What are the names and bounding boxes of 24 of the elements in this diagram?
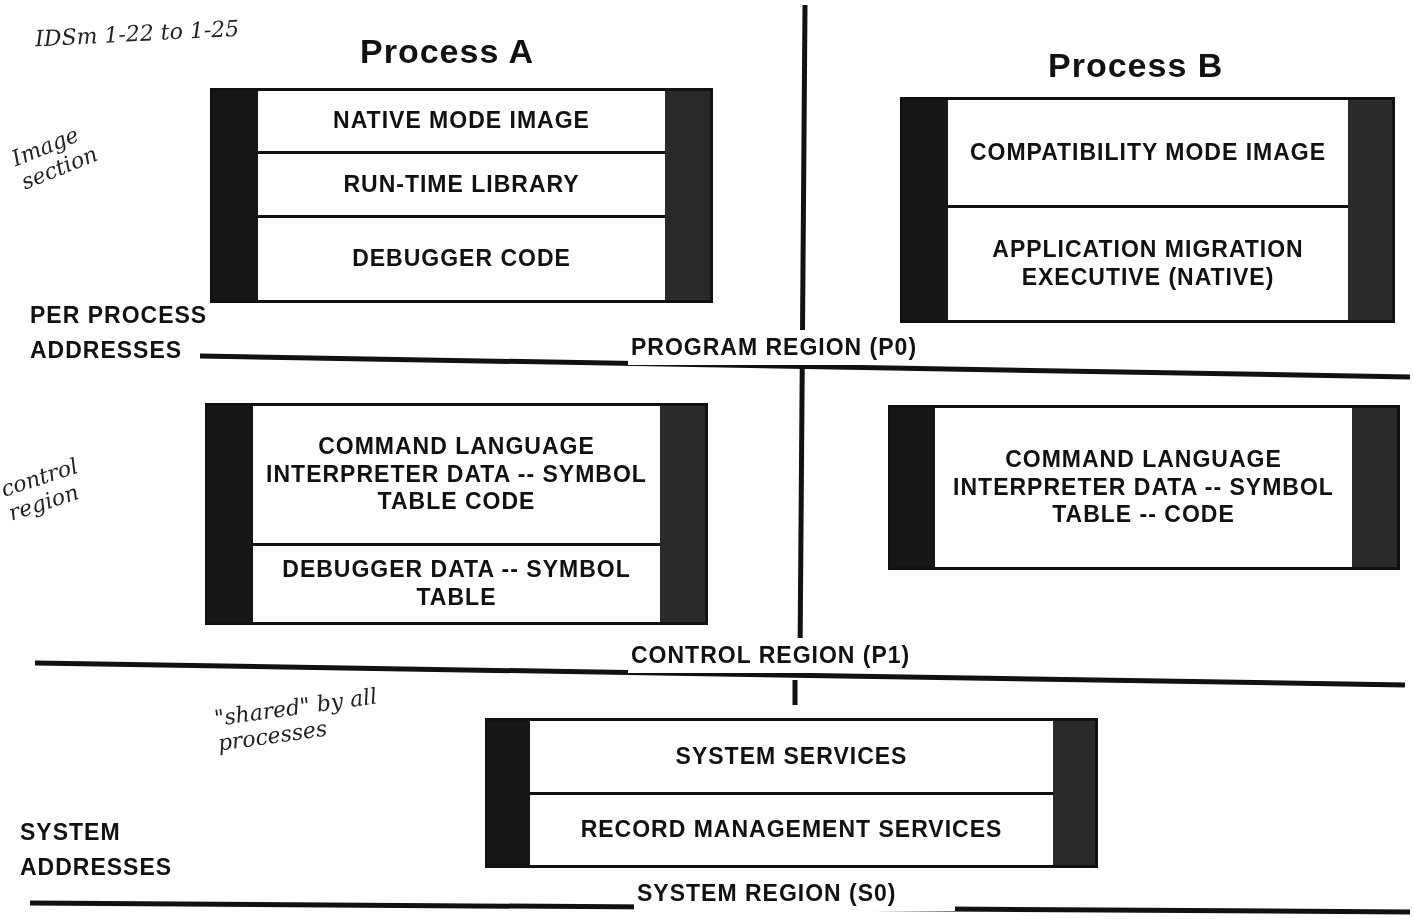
memory-region-stack	[210, 88, 713, 303]
section-label: NATIVE MODE IMAGE	[333, 107, 590, 135]
section-label: APPLICATION MIGRATION EXECUTIVE (NATIVE)	[991, 236, 1305, 292]
memory-section	[948, 100, 1348, 208]
section-label: COMMAND LANGUAGE INTERPRETER DATA -- SYMBOL TABLE CODE	[265, 433, 648, 516]
section-label: RUN-TIME LIBRARY	[343, 170, 580, 199]
memory-region-stack	[900, 97, 1395, 323]
memory-region-stack	[485, 718, 1098, 868]
memory-section	[530, 795, 1053, 865]
section-label: COMMAND LANGUAGE INTERPRETER DATA -- SYMBOL TABLE -- CODE	[952, 446, 1335, 529]
process-heading: Process A	[360, 32, 536, 71]
handwritten-note: "shared" by all processes	[212, 682, 380, 756]
section-label: COMPATIBILITY MODE IMAGE	[969, 138, 1327, 167]
memory-section	[530, 721, 1053, 795]
address-space-label: PER PROCESS ADDRESSES	[30, 301, 209, 365]
handwritten-note: IDSm 1-22 to 1-25	[34, 14, 241, 52]
section-label: SYSTEM SERVICES	[675, 742, 908, 771]
address-space-label: SYSTEM ADDRESSES	[20, 818, 174, 882]
memory-region-stack	[888, 405, 1400, 570]
section-label: RECORD MANAGEMENT SERVICES	[580, 816, 1003, 844]
process-heading: Process B	[1048, 46, 1225, 85]
section-label: DEBUGGER CODE	[352, 245, 571, 273]
section-label: DEBUGGER DATA -- SYMBOL TABLE	[281, 556, 632, 612]
memory-region-stack	[205, 403, 708, 625]
